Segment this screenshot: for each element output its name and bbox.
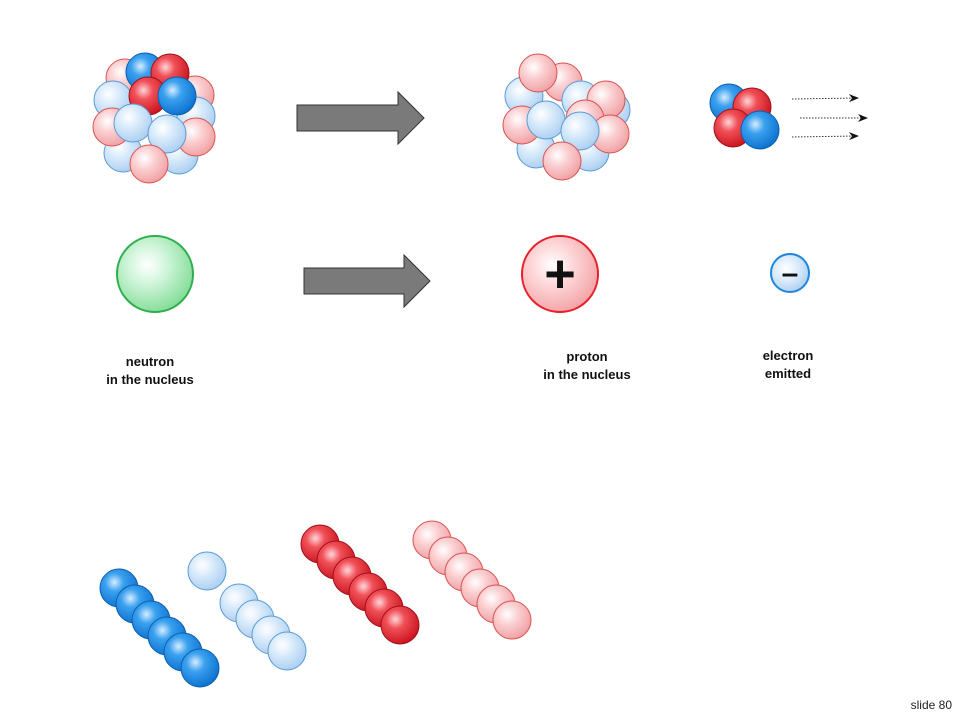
transition-arrow-middle: [303, 253, 431, 309]
electron-particle: [770, 253, 810, 293]
neutron-label-line1: neutron: [125, 354, 175, 369]
neutron-row-blue: [99, 568, 220, 688]
plus-sign: +: [544, 244, 576, 304]
neutron-row-light: [187, 551, 307, 671]
electron-label-line1: electron: [762, 348, 814, 363]
electron-label: electron emitted: [738, 347, 838, 383]
motion-line-3: [791, 132, 859, 141]
proton-row-red: [300, 524, 420, 645]
transition-arrow-top: [296, 90, 425, 146]
minus-sign: –: [782, 257, 799, 290]
slide-number: slide 80: [910, 698, 952, 712]
motion-line-1: [791, 94, 859, 103]
emitted-particle-cluster: [709, 83, 780, 150]
resulting-nucleus: [502, 53, 631, 181]
neutron-particle: [116, 235, 194, 313]
electron-label-line2: emitted: [764, 366, 812, 381]
proton-label-line2: in the nucleus: [543, 367, 631, 382]
proton-label: proton in the nucleus: [517, 348, 657, 384]
neutron-label: neutron in the nucleus: [90, 353, 210, 389]
initial-nucleus: [92, 52, 216, 184]
proton-row-pink: [412, 520, 532, 640]
motion-lines: [791, 94, 868, 141]
proton-particle: [521, 235, 599, 313]
proton-label-line1: proton: [566, 349, 608, 364]
neutron-label-line2: in the nucleus: [106, 372, 194, 387]
